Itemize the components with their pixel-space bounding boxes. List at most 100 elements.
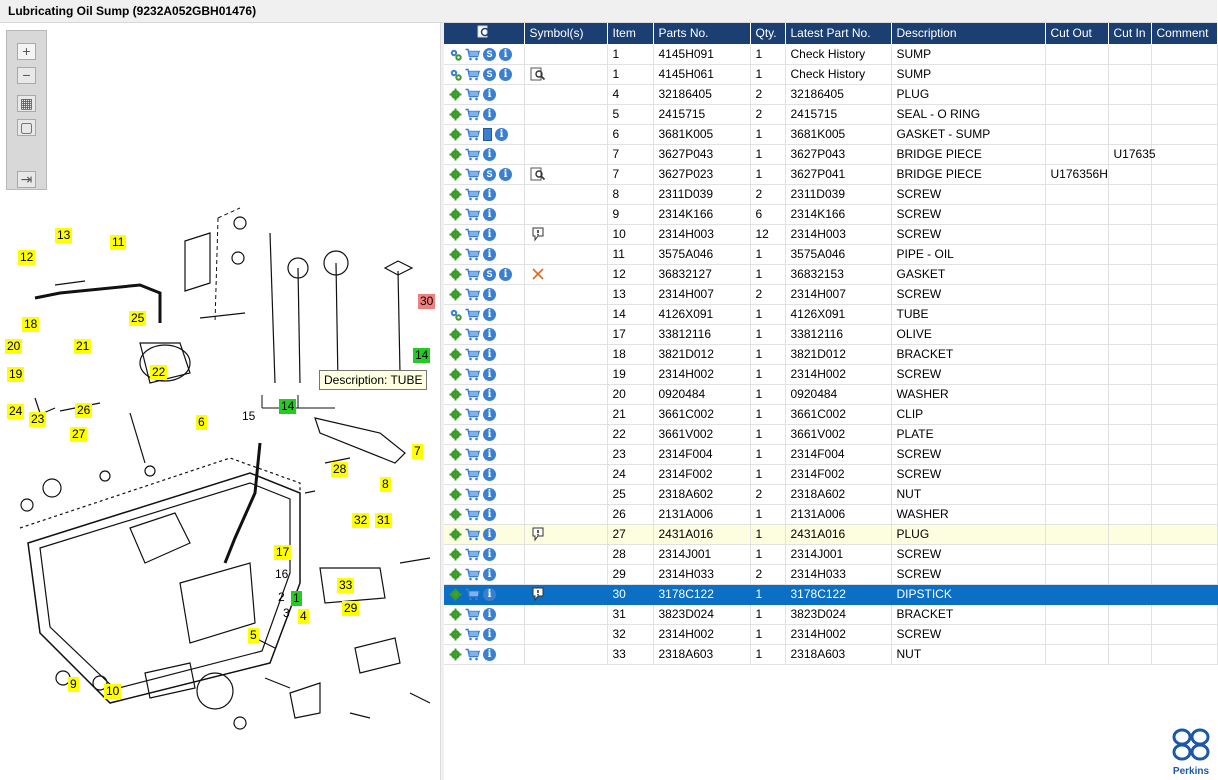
callout-10[interactable]: 10: [104, 684, 122, 699]
gear-icon[interactable]: [449, 128, 462, 141]
gear-icon[interactable]: [449, 588, 462, 601]
callout-4[interactable]: 4: [298, 609, 309, 624]
info-icon[interactable]: i: [483, 627, 496, 641]
gear-icon[interactable]: [449, 528, 462, 541]
search-icon[interactable]: [477, 25, 491, 42]
column-header-latest-part-no[interactable]: Latest Part No.: [785, 23, 892, 45]
gear-icon[interactable]: [449, 348, 462, 361]
info-icon[interactable]: i: [483, 547, 496, 561]
note-icon[interactable]: [530, 227, 546, 242]
gear-icon[interactable]: [449, 388, 462, 401]
cart-icon[interactable]: [465, 308, 481, 321]
cart-icon[interactable]: [465, 328, 481, 341]
gear-icon[interactable]: [449, 448, 462, 461]
callout-18[interactable]: 18: [22, 317, 40, 332]
callout-2[interactable]: 2: [278, 590, 285, 604]
supersession-icon[interactable]: S: [483, 47, 496, 61]
info-icon[interactable]: i: [483, 647, 496, 661]
gear-icon[interactable]: [449, 648, 462, 661]
callout-22[interactable]: 22: [150, 365, 168, 380]
callout-12[interactable]: 12: [18, 250, 36, 265]
callout-31[interactable]: 31: [375, 513, 393, 528]
gear-icon[interactable]: [449, 408, 462, 421]
callout-7[interactable]: 7: [412, 444, 423, 459]
cart-icon[interactable]: [465, 228, 481, 241]
supersession-icon[interactable]: S: [483, 267, 496, 281]
cart-icon[interactable]: [465, 368, 481, 381]
cart-icon[interactable]: [465, 108, 481, 121]
gear-icon[interactable]: [449, 568, 462, 581]
cart-icon[interactable]: [465, 68, 481, 81]
gear-icon[interactable]: [449, 608, 462, 621]
callout-14[interactable]: 14: [413, 348, 431, 363]
gears-icon[interactable]: [449, 48, 462, 61]
cart-icon[interactable]: [465, 548, 481, 561]
info-icon[interactable]: i: [483, 327, 496, 341]
cart-icon[interactable]: [465, 268, 481, 281]
cart-icon[interactable]: [465, 388, 481, 401]
column-header-description[interactable]: Description: [891, 23, 1046, 45]
column-header-qty[interactable]: Qty.: [750, 23, 786, 45]
callout-27[interactable]: 27: [70, 427, 88, 442]
gear-icon[interactable]: [449, 228, 462, 241]
cart-icon[interactable]: [465, 208, 481, 221]
cart-icon[interactable]: [465, 248, 481, 261]
zoom-in-button[interactable]: +: [17, 43, 36, 60]
gear-icon[interactable]: [449, 208, 462, 221]
cart-icon[interactable]: [465, 648, 481, 661]
callout-6[interactable]: 6: [196, 415, 207, 430]
info-icon[interactable]: i: [483, 287, 496, 301]
info-icon[interactable]: i: [483, 447, 496, 461]
info-icon[interactable]: i: [495, 127, 508, 141]
info-icon[interactable]: i: [483, 587, 496, 601]
window-zoom-button[interactable]: ▢: [17, 119, 36, 136]
callout-17[interactable]: 17: [274, 545, 292, 560]
info-icon[interactable]: i: [483, 207, 496, 221]
column-header-cut-in[interactable]: Cut In: [1108, 23, 1152, 45]
cart-icon[interactable]: [465, 188, 481, 201]
callout-13[interactable]: 13: [55, 228, 73, 243]
gear-icon[interactable]: [449, 428, 462, 441]
gear-icon[interactable]: [449, 148, 462, 161]
gear-icon[interactable]: [449, 548, 462, 561]
callout-16[interactable]: 16: [275, 567, 289, 581]
cart-icon[interactable]: [465, 468, 481, 481]
document-icon[interactable]: [483, 127, 492, 141]
cart-icon[interactable]: [465, 88, 481, 101]
info-icon[interactable]: i: [483, 187, 496, 201]
parts-grid-pane[interactable]: Symbol(s) Item Parts No. Qty. Latest Par…: [444, 23, 1218, 780]
callout-8[interactable]: 8: [380, 477, 391, 492]
cart-icon[interactable]: [465, 608, 481, 621]
gear-icon[interactable]: [449, 508, 462, 521]
info-icon[interactable]: i: [483, 387, 496, 401]
info-icon[interactable]: i: [499, 267, 512, 281]
cart-icon[interactable]: [465, 148, 481, 161]
gear-icon[interactable]: [449, 168, 462, 181]
document-search-icon[interactable]: [530, 67, 546, 81]
callout-30[interactable]: 30: [418, 294, 436, 309]
cart-icon[interactable]: [465, 128, 481, 141]
callout-14[interactable]: 14: [279, 399, 297, 414]
callout-29[interactable]: 29: [342, 601, 360, 616]
cart-icon[interactable]: [465, 568, 481, 581]
gear-icon[interactable]: [449, 248, 462, 261]
note-icon[interactable]: [530, 527, 546, 542]
info-icon[interactable]: i: [483, 467, 496, 481]
callout-20[interactable]: 20: [5, 339, 23, 354]
